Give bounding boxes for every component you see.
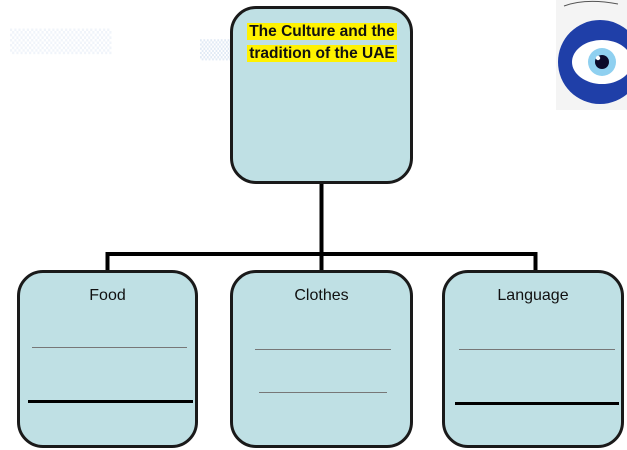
answer-line: [32, 347, 187, 348]
branch-node-clothes: Clothes: [230, 270, 413, 448]
root-node: The Culture and the tradition of the UAE: [230, 6, 413, 184]
answer-line: [455, 402, 619, 405]
branch-node-language: Language: [442, 270, 624, 448]
evil-eye-icon: [556, 0, 627, 110]
branch-label-clothes: Clothes: [294, 287, 349, 304]
answer-line: [259, 392, 387, 393]
root-title-line2: tradition of the UAE: [247, 45, 397, 62]
answer-line: [459, 349, 615, 350]
answer-line: [28, 400, 193, 403]
branch-label-language: Language: [497, 287, 569, 304]
root-title: The Culture and the tradition of the UAE: [241, 21, 403, 65]
evil-eye-graphic: [558, 0, 627, 104]
branch-node-food: Food: [17, 270, 198, 448]
root-title-line1: The Culture and the: [247, 23, 397, 40]
branch-label-food: Food: [89, 287, 126, 304]
background-watermark: ▒▒▒▒▒▒: [10, 30, 112, 55]
answer-line: [255, 349, 391, 350]
